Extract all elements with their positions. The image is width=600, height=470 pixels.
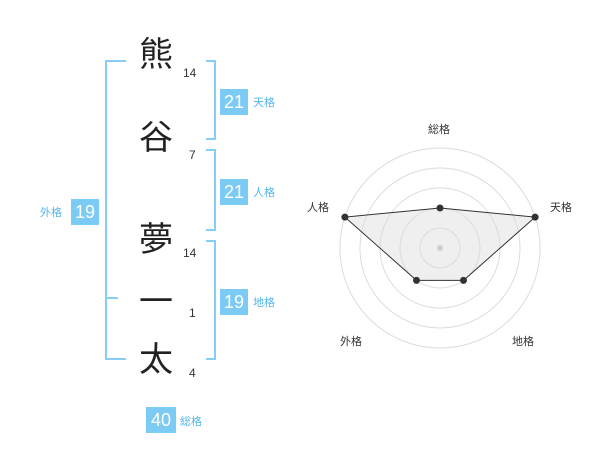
tenkaku-label: 天格 <box>253 96 275 109</box>
radar-point-5 <box>341 213 349 221</box>
radar-ring <box>359 167 521 329</box>
soukaku-label: 総格 <box>180 415 202 428</box>
radar-ring <box>419 227 461 269</box>
stroke-count-5: 4 <box>189 366 196 380</box>
radar-axis-label-jinkaku: 人格 <box>307 201 329 214</box>
name-char-3: 夢 <box>139 220 173 260</box>
stroke-count-4: 1 <box>189 306 196 320</box>
stroke-count-3: 14 <box>183 246 197 260</box>
radar-point-4 <box>412 276 420 284</box>
radar-axis-label-gaikaku: 外格 <box>340 335 362 348</box>
tenkaku-value: 21 <box>220 89 248 115</box>
jinkaku-value: 21 <box>220 179 248 205</box>
stroke-count-1: 14 <box>183 66 197 80</box>
radar-area <box>343 207 537 281</box>
radar-center-point <box>437 245 443 251</box>
soukaku-value: 40 <box>146 407 176 433</box>
name-char-2: 谷 <box>139 118 173 158</box>
radar-ring <box>339 147 541 349</box>
radar-axis-label-soukaku: 総格 <box>428 123 450 136</box>
gaikaku-bracket <box>105 60 126 360</box>
chikaku-bracket <box>206 240 216 360</box>
jinkaku-label: 人格 <box>253 186 275 199</box>
radar-point-1 <box>436 204 444 212</box>
radar-point-2 <box>531 213 539 221</box>
name-char-1: 熊 <box>139 35 173 75</box>
name-char-4: 一 <box>139 282 173 322</box>
jinkaku-bracket <box>206 149 216 231</box>
chikaku-label: 地格 <box>253 296 275 309</box>
stroke-count-2: 7 <box>189 148 196 162</box>
name-char-5: 太 <box>139 340 173 380</box>
gaikaku-value: 19 <box>71 199 99 225</box>
radar-axis-label-chikaku: 地格 <box>512 335 534 348</box>
chikaku-value: 19 <box>220 289 248 315</box>
radar-point-3 <box>460 276 468 284</box>
tenkaku-bracket <box>206 60 216 140</box>
gaikaku-label: 外格 <box>40 206 62 219</box>
radar-axis-label-tenkaku: 天格 <box>550 201 572 214</box>
